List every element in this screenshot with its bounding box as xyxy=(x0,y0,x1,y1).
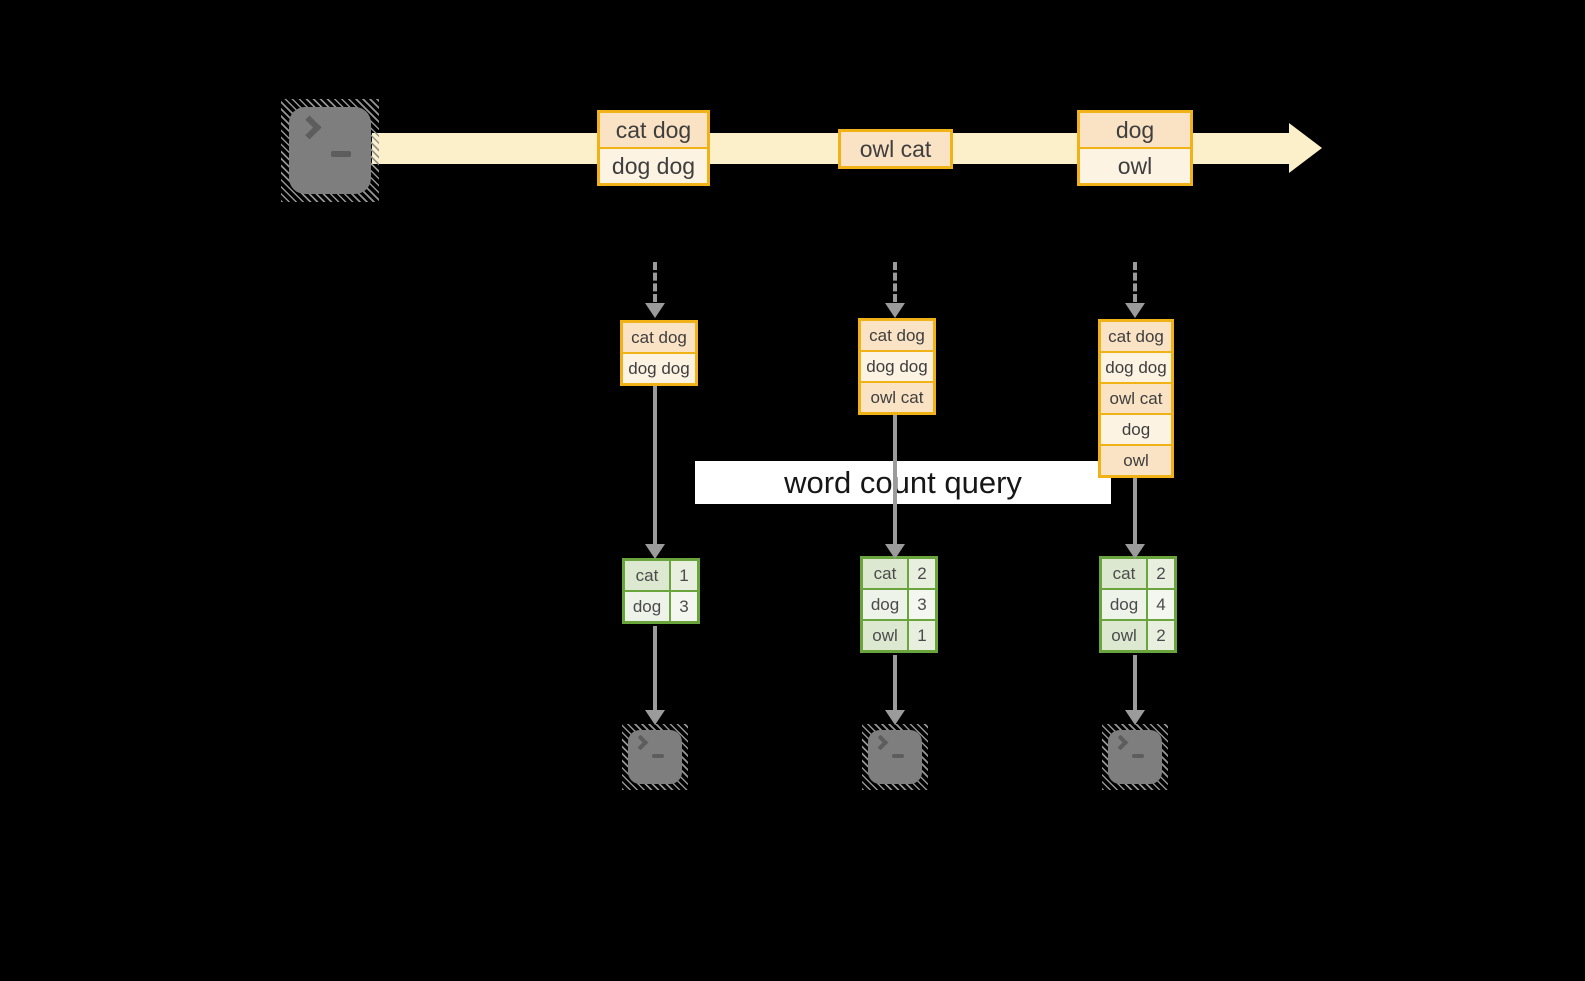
count-word-cell: cat xyxy=(1102,559,1146,588)
output-terminal-icon xyxy=(862,724,928,790)
prompt-underscore-icon xyxy=(331,151,351,157)
prompt-underscore-icon xyxy=(652,754,664,758)
count-word-cell: owl xyxy=(1102,621,1146,650)
arrowhead-icon xyxy=(885,710,905,725)
buffer-word: dog dog xyxy=(623,354,695,383)
count-value-cell: 2 xyxy=(1148,559,1174,588)
prompt-chevron-icon xyxy=(1112,734,1129,751)
arrowhead-icon xyxy=(1125,710,1145,725)
event-word: dog xyxy=(1080,113,1190,147)
arrowhead-icon xyxy=(645,303,665,318)
connector-line xyxy=(893,415,897,544)
connector-line xyxy=(1133,655,1137,710)
count-word-cell: dog xyxy=(625,592,669,621)
terminal-screen xyxy=(628,730,682,784)
count-value-cell: 2 xyxy=(909,559,935,588)
query-label: word count query xyxy=(695,461,1111,504)
count-value-cell: 1 xyxy=(671,561,697,590)
arrowhead-icon xyxy=(1125,544,1145,559)
count-value-cell: 4 xyxy=(1148,590,1174,619)
count-value-cell: 3 xyxy=(909,590,935,619)
prompt-chevron-icon xyxy=(872,734,889,751)
count-table-2: cat 2 dog 3 owl 1 xyxy=(860,556,938,653)
buffer-word: owl cat xyxy=(861,383,933,412)
terminal-screen xyxy=(289,107,371,194)
output-terminal-icon xyxy=(622,724,688,790)
event-word: owl cat xyxy=(841,132,950,166)
buffer-word: dog xyxy=(1101,415,1171,444)
buffer-word: dog dog xyxy=(861,352,933,381)
buffer-stack-1: cat dog dog dog xyxy=(620,320,698,386)
prompt-underscore-icon xyxy=(1132,754,1144,758)
count-value-cell: 3 xyxy=(671,592,697,621)
prompt-chevron-icon xyxy=(297,115,322,140)
event-word: owl xyxy=(1080,149,1190,183)
count-value-cell: 2 xyxy=(1148,621,1174,650)
buffer-stack-2: cat dog dog dog owl cat xyxy=(858,318,936,415)
arrowhead-icon xyxy=(1125,303,1145,318)
count-word-cell: dog xyxy=(1102,590,1146,619)
arrowhead-icon xyxy=(885,544,905,559)
prompt-chevron-icon xyxy=(632,734,649,751)
dashed-connector xyxy=(893,262,897,302)
buffer-word: dog dog xyxy=(1101,353,1171,382)
timeline-event-box-1: cat dog dog dog xyxy=(597,110,710,186)
count-table-3: cat 2 dog 4 owl 2 xyxy=(1099,556,1177,653)
prompt-underscore-icon xyxy=(892,754,904,758)
connector-line xyxy=(1133,478,1137,544)
buffer-word: cat dog xyxy=(623,323,695,352)
stream-timeline-arrowhead-icon xyxy=(1289,123,1322,173)
count-value-cell: 1 xyxy=(909,621,935,650)
event-word: cat dog xyxy=(600,113,707,147)
buffer-word: owl cat xyxy=(1101,384,1171,413)
connector-line xyxy=(653,626,657,710)
arrowhead-icon xyxy=(885,303,905,318)
buffer-word: cat dog xyxy=(861,321,933,350)
count-table-1: cat 1 dog 3 xyxy=(622,558,700,624)
arrowhead-icon xyxy=(645,544,665,559)
terminal-screen xyxy=(868,730,922,784)
buffer-word: cat dog xyxy=(1101,322,1171,351)
buffer-word: owl xyxy=(1101,446,1171,475)
dashed-connector xyxy=(1133,262,1137,302)
output-terminal-icon xyxy=(1102,724,1168,790)
connector-line xyxy=(653,386,657,544)
count-word-cell: cat xyxy=(625,561,669,590)
terminal-screen xyxy=(1108,730,1162,784)
connector-line xyxy=(893,655,897,710)
count-word-cell: owl xyxy=(863,621,907,650)
source-terminal-icon xyxy=(281,99,379,202)
timeline-event-box-3: dog owl xyxy=(1077,110,1193,186)
dashed-connector xyxy=(653,262,657,302)
arrowhead-icon xyxy=(645,710,665,725)
count-word-cell: cat xyxy=(863,559,907,588)
count-word-cell: dog xyxy=(863,590,907,619)
event-word: dog dog xyxy=(600,149,707,183)
timeline-event-box-2: owl cat xyxy=(838,129,953,169)
buffer-stack-3: cat dog dog dog owl cat dog owl xyxy=(1098,319,1174,478)
